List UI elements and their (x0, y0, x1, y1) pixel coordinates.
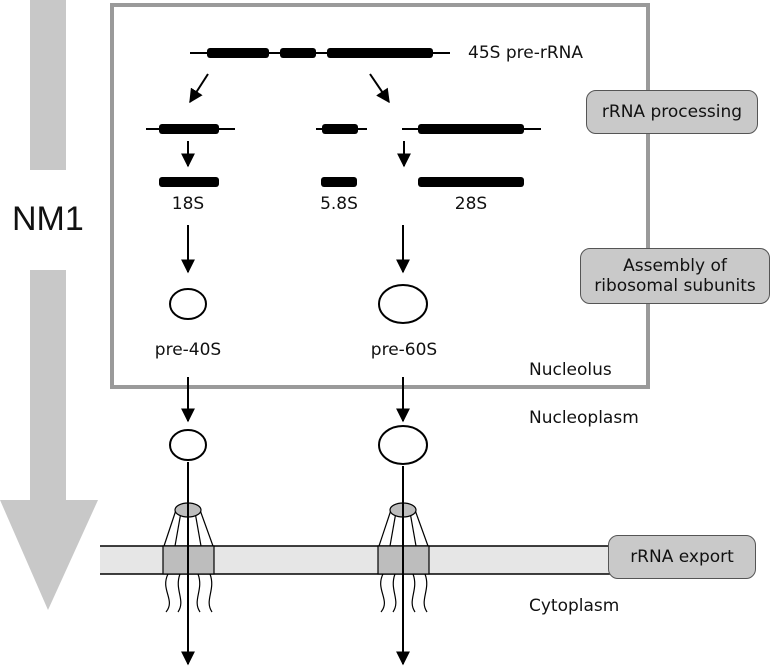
precursor-segment-58s (280, 48, 316, 58)
intermediate-18s-bar (159, 124, 219, 134)
step-export-label: rRNA export (630, 546, 734, 567)
cleavage-arrow-right (369, 73, 390, 104)
label-58s: 5.8S (320, 194, 358, 214)
mature-28s-bar (418, 177, 524, 187)
nm1-arrow-shaft-top (30, 0, 66, 170)
intermediate-28s-bar (418, 124, 524, 134)
pre60s-nucleoplasmic (378, 425, 428, 465)
step-assembly: Assembly of ribosomal subunits (580, 248, 770, 304)
step-assembly-line2: ribosomal subunits (594, 276, 756, 296)
precursor-segment-28s (327, 48, 433, 58)
mature-18s-bar (159, 177, 219, 187)
label-pre40s: pre-40S (154, 340, 222, 360)
nucleoplasm-label: Nucleoplasm (529, 408, 639, 428)
precursor-label: 45S pre-rRNA (468, 43, 583, 63)
label-28s: 28S (454, 194, 488, 214)
step-processing-label: rRNA processing (601, 101, 743, 122)
precursor-segment-18s (207, 48, 269, 58)
pre40s-nucleolar (169, 288, 207, 320)
nm1-arrow-head (0, 270, 98, 610)
pre40s-nucleoplasmic (169, 429, 207, 461)
nm1-label: NM1 (12, 200, 84, 238)
step-processing: rRNA processing (586, 90, 758, 134)
step-assembly-line1: Assembly of (623, 255, 727, 276)
nucleolus-label: Nucleolus (529, 360, 612, 380)
label-pre60s: pre-60S (370, 340, 438, 360)
mature-58s-bar (321, 177, 357, 187)
label-18s: 18S (171, 194, 205, 214)
pre60s-nucleolar (378, 284, 428, 324)
step-export: rRNA export (608, 535, 756, 579)
intermediate-58s-bar (322, 124, 358, 134)
cleavage-arrow-left (189, 73, 209, 104)
nucleolus-box (110, 3, 650, 389)
cytoplasm-label: Cytoplasm (529, 596, 620, 616)
